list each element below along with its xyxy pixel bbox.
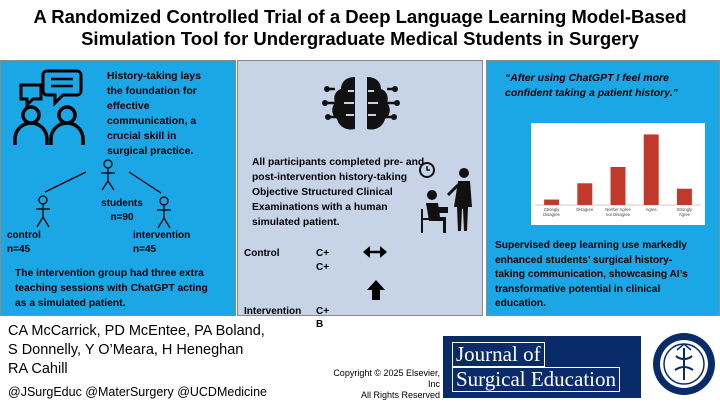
conclusion-line: transformative potential in clinical xyxy=(495,283,661,295)
chart-bar xyxy=(676,188,692,205)
author-line: RA Cahill xyxy=(8,361,68,377)
chart-bar xyxy=(577,183,593,205)
author-line: CA McCarrick, PD McEntee, PA Boland, xyxy=(8,323,265,339)
control-grade-pre: C+ xyxy=(316,248,330,259)
intro-line: communication, a xyxy=(107,115,197,127)
title-line-2: Simulation Tool for Undergraduate Medica… xyxy=(81,28,639,49)
control-grade-post: C+ xyxy=(316,262,330,273)
copyright-line: Inc xyxy=(427,379,440,389)
control-count: n=45 xyxy=(7,244,31,255)
footer-line: teaching sessions with ChatGPT acting xyxy=(15,283,208,294)
x-tick-label: Strongly xyxy=(544,207,560,212)
students-group: students n=90 xyxy=(95,197,149,225)
intro-text: History-taking lays the foundation for e… xyxy=(107,69,235,159)
conversation-icon xyxy=(13,69,85,145)
x-tick-label: Disagree xyxy=(576,207,593,212)
author-list: CA McCarrick, PD McEntee, PA Boland, S D… xyxy=(8,322,265,379)
control-row-label: Control xyxy=(244,248,280,259)
description-line: simulated patient. xyxy=(252,217,340,228)
allocation-diagram xyxy=(36,159,171,229)
poster-title: A Randomized Controlled Trial of a Deep … xyxy=(0,6,720,50)
copyright-line: All Rights Reserved xyxy=(360,390,440,400)
footer-line: as a simulated patient. xyxy=(15,298,126,309)
copyright-notice: Copyright © 2025 Elsevier, Inc All Right… xyxy=(316,368,440,401)
student-quote: “After using ChatGPT I feel more confide… xyxy=(505,71,719,101)
journal-logo: Journal of Surgical Education xyxy=(443,336,641,398)
conclusion-text: Supervised deep learning use markedly en… xyxy=(495,239,719,312)
chart-bar xyxy=(544,199,560,205)
intro-line: crucial skill in xyxy=(107,130,177,142)
x-tick-label: nor Disagree xyxy=(606,212,631,217)
intervention-grade-post: B xyxy=(316,319,324,330)
intervention-row-label: Intervention xyxy=(244,306,302,317)
right-panel: “After using ChatGPT I feel more confide… xyxy=(486,60,720,316)
chart-bar xyxy=(643,134,659,205)
intervention-label: intervention xyxy=(133,230,191,241)
conclusion-line: Supervised deep learning use markedly xyxy=(495,240,687,251)
middle-panel: All participants completed pre- and post… xyxy=(237,60,483,317)
control-label: control xyxy=(7,230,41,241)
conclusion-line: enhanced students’ surgical history- xyxy=(495,254,673,266)
quote-line: confident taking a patient history.” xyxy=(505,87,678,99)
left-panel: History-taking lays the foundation for e… xyxy=(0,60,236,316)
association-seal-icon xyxy=(653,333,715,395)
improvement-arrow-icon xyxy=(367,280,385,300)
intro-line: surgical practice. xyxy=(107,145,194,157)
title-line-1: A Randomized Controlled Trial of a Deep … xyxy=(33,6,687,27)
journal-title-line-1: Journal of xyxy=(452,342,545,367)
copyright-line: Copyright © 2025 Elsevier, xyxy=(333,368,440,378)
intro-line: the foundation for xyxy=(107,85,197,97)
students-count: n=90 xyxy=(110,212,134,223)
x-tick-label: Agree xyxy=(646,207,658,212)
students-label: students xyxy=(101,198,143,209)
x-tick-label: Agree xyxy=(679,212,691,217)
no-change-arrow-icon xyxy=(363,246,387,258)
intervention-count: n=45 xyxy=(133,244,157,255)
conclusion-line: education. xyxy=(495,298,546,309)
control-group: control n=45 xyxy=(7,229,41,257)
intervention-grade-pre: C+ xyxy=(316,306,330,317)
x-tick-label: Neither Agree xyxy=(605,207,631,212)
conclusion-line: taking communication, showcasing AI’s xyxy=(495,269,688,280)
intervention-group: intervention n=45 xyxy=(133,229,190,257)
journal-title-line-2: Surgical Education xyxy=(452,367,620,392)
study-description: All participants completed pre- and post… xyxy=(252,155,482,230)
x-tick-label: Disagree xyxy=(543,212,560,217)
social-handles: @JSurgEduc @MaterSurgery @UCDMedicine xyxy=(8,385,267,399)
quote-line: “After using ChatGPT I feel more xyxy=(505,72,669,84)
chart-bar xyxy=(610,167,626,205)
intro-line: effective xyxy=(107,100,150,112)
description-line: Examinations with a human xyxy=(252,202,388,213)
footer-line: The intervention group had three extra xyxy=(15,268,204,279)
author-line: S Donnelly, Y O’Meara, H Heneghan xyxy=(8,342,244,358)
ai-brain-icon xyxy=(322,77,400,130)
description-line: Objective Structured Clinical xyxy=(252,187,393,198)
intro-line: History-taking lays xyxy=(107,70,201,82)
intervention-description: The intervention group had three extra t… xyxy=(15,266,235,311)
x-tick-label: Strongly xyxy=(677,207,693,212)
description-line: post-intervention history-taking xyxy=(252,172,408,183)
description-line: All participants completed pre- and xyxy=(252,157,425,168)
examination-illustration-icon xyxy=(419,162,472,233)
